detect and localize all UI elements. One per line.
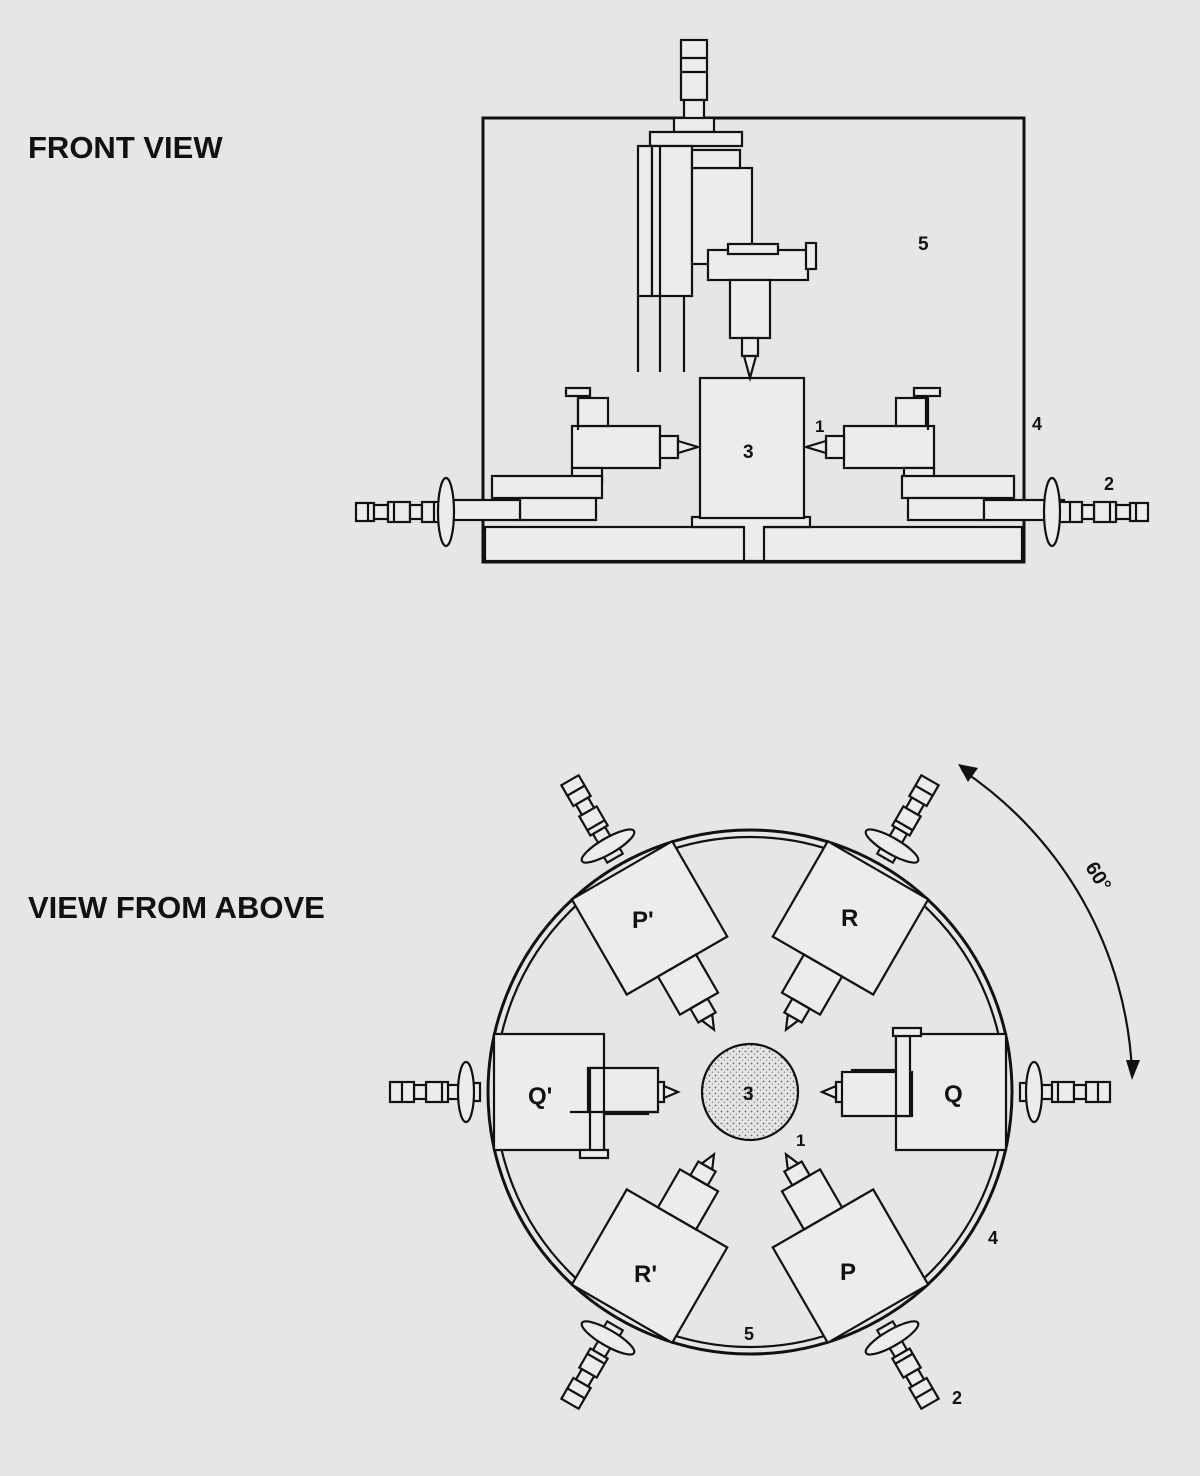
top-clamp-q-prime [570,1066,660,1160]
label-p-prime: P' [632,907,654,934]
angle-arrow-bottom [1126,1060,1140,1080]
label-q: Q [944,1081,963,1108]
top-label-5: 5 [744,1324,754,1344]
top-label-3: 3 [743,1084,754,1105]
label-p: P [840,1259,856,1286]
front-label-5: 5 [918,234,929,255]
front-left-probe [438,386,702,522]
label-r-prime: R' [634,1261,657,1288]
top-view-drawing: 60° P' R Q' Q R' P 3 1 4 5 2 [388,764,1140,1410]
top-label-1: 1 [796,1131,805,1150]
top-clamp-q [840,1026,923,1118]
front-label-3: 3 [743,442,754,463]
front-view-drawing: 3 1 5 4 2 [354,38,1150,564]
top-label-2: 2 [952,1388,962,1408]
angle-arc [961,769,1134,1073]
top-label-4: 4 [988,1228,998,1248]
front-top-probe [636,38,818,383]
label-r: R [841,905,858,932]
front-view-heading: FRONT VIEW [28,130,223,165]
front-left-flange [436,476,456,548]
top-view-heading: VIEW FROM ABOVE [28,890,325,925]
top-housing-outer [486,828,1014,1356]
front-right-flange [1042,476,1062,548]
top-connectors [388,774,1112,1410]
front-label-2: 2 [1104,474,1114,494]
top-sample [700,1042,800,1142]
front-label-4: 4 [1032,414,1042,434]
front-right-connector [1056,500,1150,524]
label-q-prime: Q' [528,1083,552,1110]
front-pedestal [690,515,812,563]
front-left-connector [354,500,448,524]
front-sample [698,376,806,520]
front-label-1: 1 [815,417,824,436]
angle-label: 60° [1080,858,1115,895]
angle-arrow-top [958,764,978,782]
